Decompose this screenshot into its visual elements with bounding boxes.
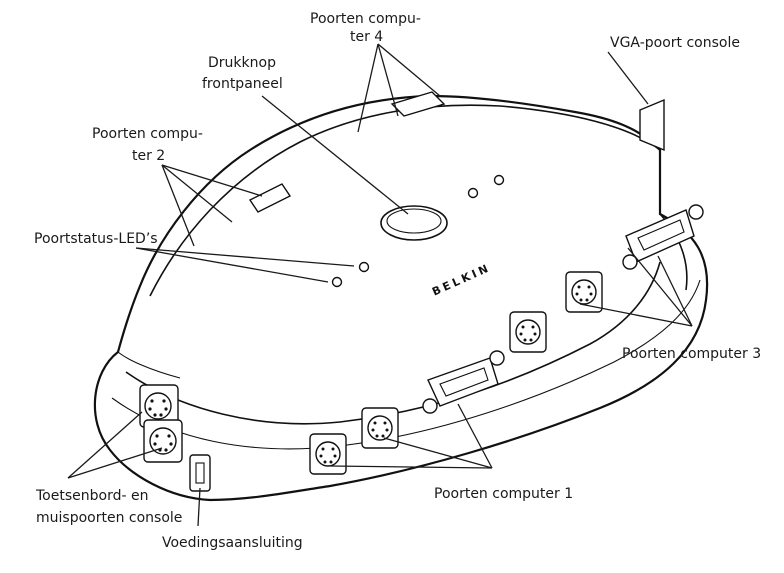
label-front-button-line1: Drukknop (208, 55, 276, 71)
label-computer4-line1: Poorten compu- (310, 11, 421, 27)
computer3-ports (509, 204, 704, 353)
label-power: Voedingsaansluiting (162, 535, 303, 551)
label-vga-console: VGA-poort console (610, 35, 740, 51)
power-jack[interactable] (189, 454, 211, 492)
label-port-leds: Poortstatus-LED’s (34, 231, 158, 247)
led-1 (358, 261, 370, 273)
console-ps2-ports (139, 384, 183, 463)
led-2 (331, 276, 343, 288)
label-kbd-mouse-line2: muispoorten console (36, 510, 182, 526)
led-3 (467, 187, 479, 199)
top-port-housings (248, 91, 665, 213)
front-panel-button-inner (386, 208, 442, 234)
callout-labels: Poorten compu- ter 4 VGA-poort console D… (34, 11, 761, 551)
label-kbd-mouse-line1: Toetsenbord- en (35, 488, 148, 504)
label-computer4-line2: ter 4 (350, 29, 383, 45)
front-panel-button[interactable] (380, 205, 448, 241)
led-4 (493, 174, 505, 186)
port-status-leds (331, 174, 505, 288)
label-computer1: Poorten computer 1 (434, 486, 573, 502)
label-front-button-line2: frontpaneel (202, 76, 283, 92)
label-computer2-line2: ter 2 (132, 148, 165, 164)
label-computer2-line1: Poorten compu- (92, 126, 203, 142)
kvm-switch-body (93, 94, 709, 502)
leader-lines (67, 43, 693, 527)
label-computer3: Poorten computer 3 (622, 346, 761, 362)
computer1-ports (309, 350, 505, 475)
